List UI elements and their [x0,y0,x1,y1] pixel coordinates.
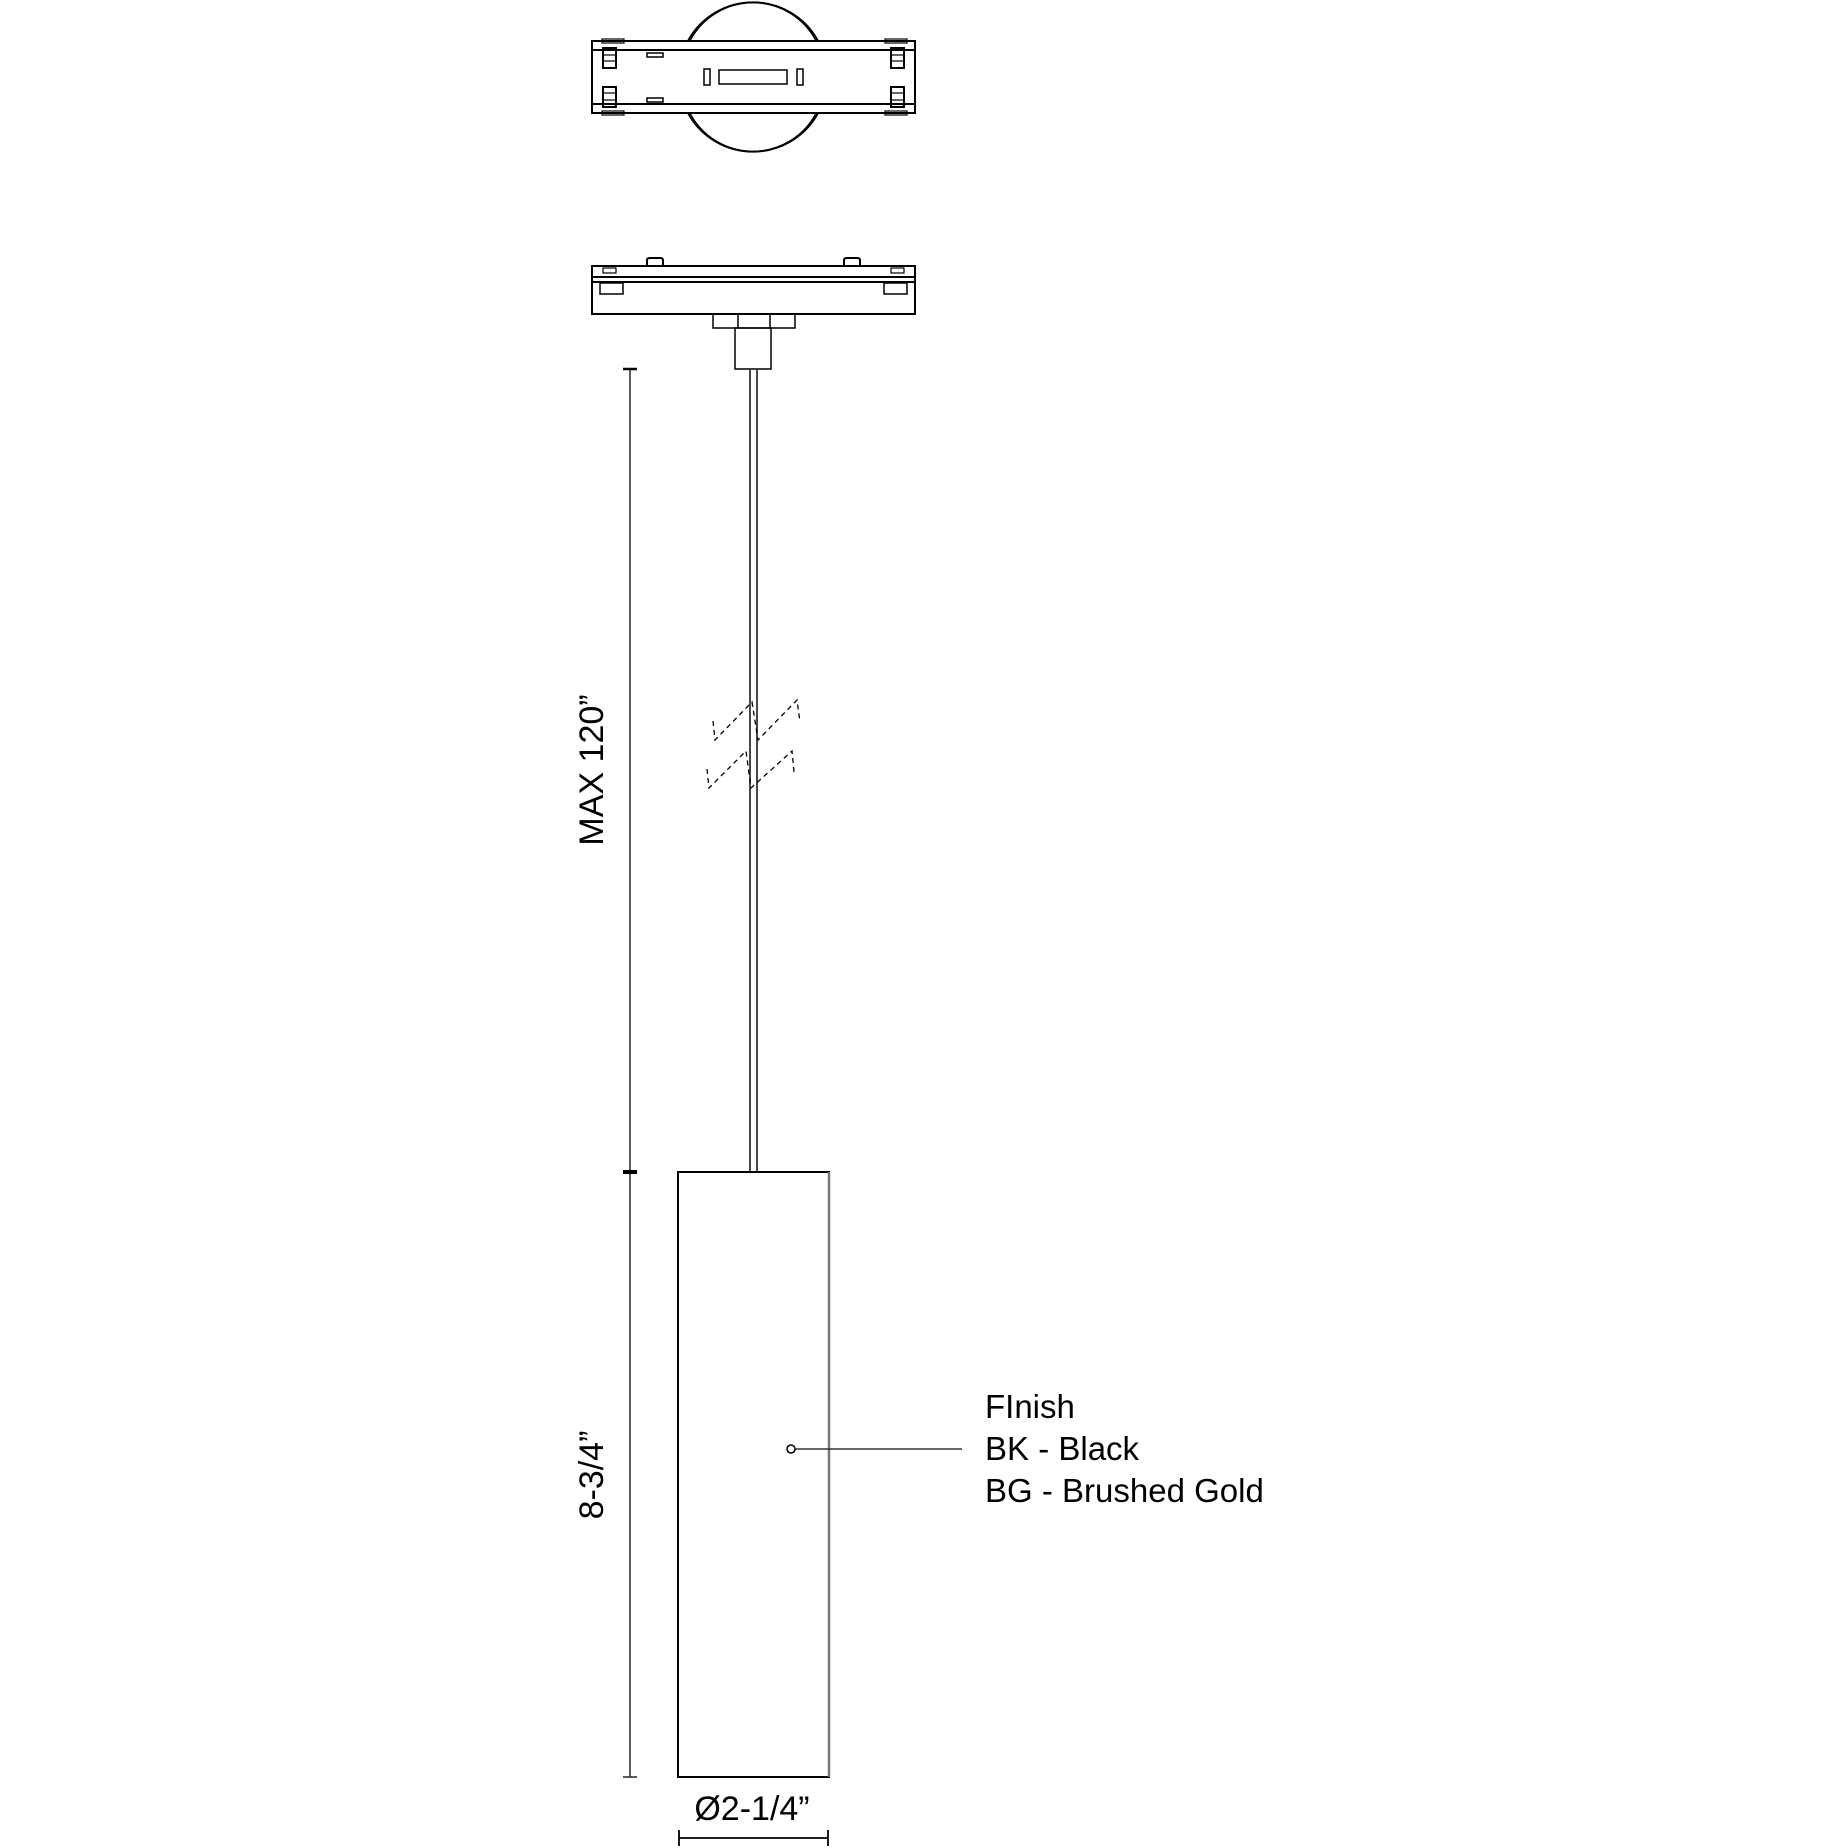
cord-break-symbol [706,698,801,790]
track-adapter-side-view [591,257,916,370]
shade-height-label: 8-3/4” [573,1431,611,1520]
pendant-cord [749,369,758,1172]
finish-callout-leader [786,1444,962,1454]
finish-title: FInish [985,1388,1075,1425]
finish-option-bk: BK - Black [985,1430,1140,1467]
leader-dot-icon [786,1444,796,1454]
cord-length-label: MAX 120” [573,694,611,845]
finish-option-bg: BG - Brushed Gold [985,1472,1264,1509]
pendant-shade [677,1171,831,1778]
diameter-label: Ø2-1/4” [694,1790,809,1828]
diameter-dimension-line [678,1830,829,1846]
height-dimension-line [623,367,637,1778]
top-view [591,1,916,153]
finish-callout: FInish BK - Black BG - Brushed Gold [985,1388,1264,1509]
